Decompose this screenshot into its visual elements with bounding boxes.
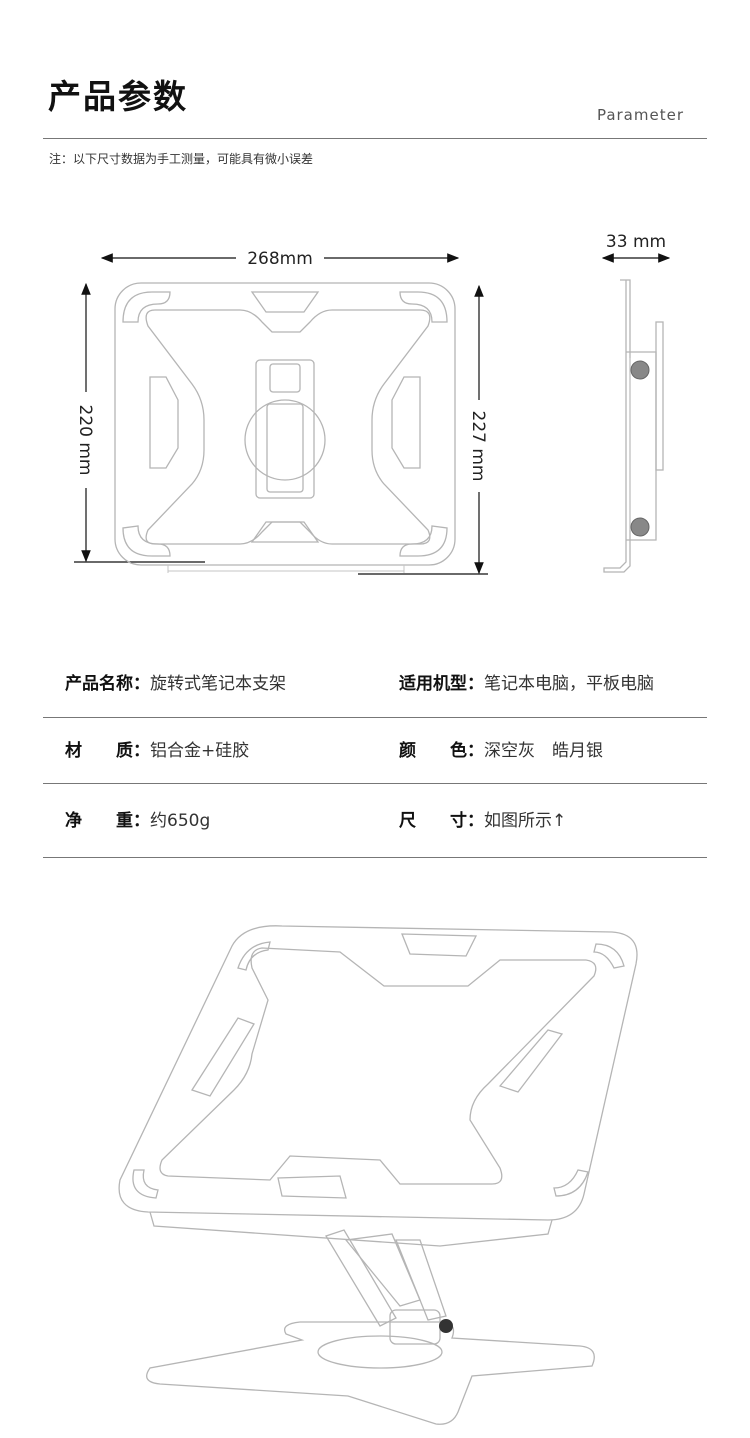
spec-row-2: 材 质：铝合金+硅胶 颜 色：深空灰 皓月银: [43, 721, 707, 781]
spec-row-1: 产品名称：旋转式笔记本支架 适用机型：笔记本电脑，平板电脑: [43, 654, 707, 714]
depth-dimension: 33 mm: [601, 232, 671, 263]
spec-divider-3: [43, 857, 707, 858]
page-subtitle: Parameter: [596, 106, 684, 124]
spec-row-3: 净 重：约650g 尺 寸：如图所示↑: [43, 791, 707, 851]
right-height-dimension: 227 mm: [358, 284, 488, 575]
page-title: 产品参数: [48, 77, 188, 116]
dimension-drawing: 268mm 220 mm 227 mm 33 mm: [74, 232, 671, 575]
front-view-plate: [114, 282, 456, 573]
measurement-note: 注：以下尺寸数据为手工测量，可能具有微小误差: [49, 152, 314, 166]
side-view-plate: [603, 279, 664, 573]
left-height-label: 220 mm: [75, 405, 95, 476]
spec-product-name: 产品名称：旋转式笔记本支架: [65, 674, 286, 694]
depth-label: 33 mm: [606, 232, 666, 252]
header-divider: [43, 138, 707, 139]
spec-divider-1: [43, 717, 707, 718]
spec-weight: 净 重：约650g: [65, 811, 211, 831]
right-height-label: 227 mm: [468, 411, 488, 482]
width-label: 268mm: [247, 249, 313, 269]
width-dimension: 268mm: [100, 249, 460, 269]
left-height-dimension: 220 mm: [74, 282, 205, 563]
spec-compatible-models: 适用机型：笔记本电脑，平板电脑: [399, 674, 654, 694]
spec-color: 颜 色：深空灰 皓月银: [399, 741, 603, 761]
spec-divider-2: [43, 783, 707, 784]
spec-material: 材 质：铝合金+硅胶: [65, 741, 250, 761]
stand-illustration: [118, 925, 638, 1425]
spec-size: 尺 寸：如图所示↑: [399, 811, 567, 831]
